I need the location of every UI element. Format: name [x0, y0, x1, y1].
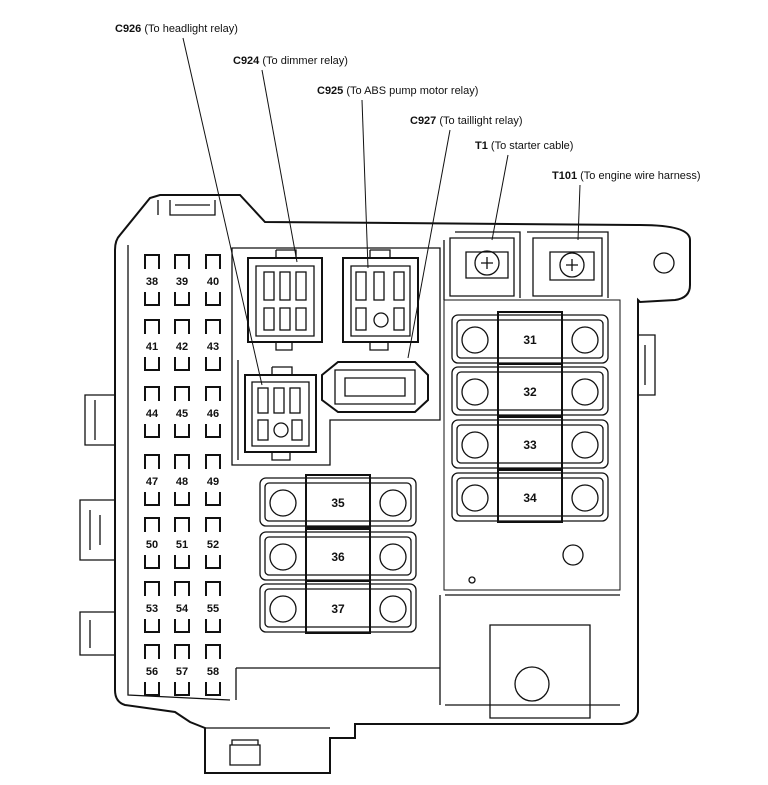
fuse-label: 38 — [146, 276, 158, 288]
fuse-label: 35 — [331, 496, 345, 510]
fuse-label: 34 — [523, 491, 537, 505]
fuse-57: 57 — [174, 644, 190, 696]
fuse-32: 32 — [451, 363, 609, 417]
connector-c926 — [244, 366, 317, 461]
fuse-label: 33 — [523, 438, 537, 452]
callout-t1: T1 (To starter cable) — [475, 140, 573, 152]
fuse-49: 49 — [205, 454, 221, 506]
fuse-39: 39 — [174, 254, 190, 306]
callout-c924: C924 (To dimmer relay) — [233, 55, 348, 67]
fuse-label: 53 — [146, 603, 158, 615]
fuse-35: 35 — [259, 474, 417, 528]
fuse-45: 45 — [174, 386, 190, 438]
fuse-label: 57 — [176, 666, 188, 678]
fuse-label: 51 — [176, 539, 188, 551]
fuse-label: 55 — [207, 603, 219, 615]
fuse-54: 54 — [174, 581, 190, 633]
fuse-53: 53 — [144, 581, 160, 633]
fuse-43: 43 — [205, 319, 221, 371]
fuse-40: 40 — [205, 254, 221, 306]
fuse-46: 46 — [205, 386, 221, 438]
fuse-34: 34 — [451, 469, 609, 523]
callout-t101: T101 (To engine wire harness) — [552, 170, 701, 182]
fuse-label: 45 — [176, 408, 188, 420]
fuse-36: 36 — [259, 528, 417, 582]
fuse-label: 41 — [146, 341, 158, 353]
fuse-58: 58 — [205, 644, 221, 696]
fuse-47: 47 — [144, 454, 160, 506]
fuse-label: 39 — [176, 276, 188, 288]
terminal-t1 — [465, 250, 509, 279]
callout-c927: C927 (To taillight relay) — [410, 115, 523, 127]
fuse-label: 46 — [207, 408, 219, 420]
fuse-label: 50 — [146, 539, 158, 551]
fuse-label: 58 — [207, 666, 219, 678]
fuse-51: 51 — [174, 517, 190, 569]
fuse-label: 49 — [207, 476, 219, 488]
fuse-50: 50 — [144, 517, 160, 569]
fuse-44: 44 — [144, 386, 160, 438]
fuse-box-housing — [79, 194, 691, 774]
fuse-label: 37 — [331, 602, 345, 616]
fuse-33: 33 — [451, 416, 609, 470]
fuse-48: 48 — [174, 454, 190, 506]
callout-c925: C925 (To ABS pump motor relay) — [317, 85, 478, 97]
fuse-label: 52 — [207, 539, 219, 551]
connector-c924 — [247, 249, 323, 351]
fuse-label: 54 — [176, 603, 189, 615]
fuse-56: 56 — [144, 644, 160, 696]
fuse-label: 40 — [207, 276, 219, 288]
fuse-label: 47 — [146, 476, 158, 488]
fuse-label: 56 — [146, 666, 158, 678]
fuse-52: 52 — [205, 517, 221, 569]
fuse-label: 31 — [523, 333, 537, 347]
fuse-label: 43 — [207, 341, 219, 353]
terminal-t101 — [549, 251, 595, 281]
fuse-label: 36 — [331, 550, 345, 564]
fuse-label: 44 — [146, 408, 159, 420]
callout-c926: C926 (To headlight relay) — [115, 23, 238, 35]
fuse-55: 55 — [205, 581, 221, 633]
fuse-label: 32 — [523, 385, 537, 399]
fuse-label: 42 — [176, 341, 188, 353]
connector-c925 — [342, 249, 419, 351]
fuse-42: 42 — [174, 319, 190, 371]
connector-c927 — [321, 361, 429, 413]
fuse-38: 38 — [144, 254, 160, 306]
fuse-label: 48 — [176, 476, 188, 488]
fuse-37: 37 — [259, 580, 417, 634]
fuse-31: 31 — [451, 311, 609, 365]
fuse-41: 41 — [144, 319, 160, 371]
